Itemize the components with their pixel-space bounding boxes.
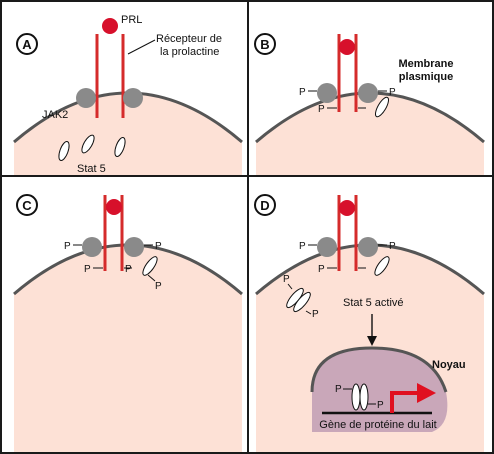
receptor-label-line2: la prolactine bbox=[160, 46, 219, 58]
panel-d: P P P P P Stat 5 activé Noyau P P Gène d… bbox=[283, 195, 466, 431]
nucleus-envelope bbox=[310, 346, 448, 393]
panel-badge-d: D bbox=[254, 194, 276, 216]
nucleus-label: Noyau bbox=[432, 359, 466, 371]
phospho-label: P bbox=[312, 309, 319, 320]
stat5-label: Stat 5 bbox=[77, 163, 106, 175]
receptor-label-line1: Récepteur de bbox=[156, 33, 222, 45]
panel-badge-c: C bbox=[16, 194, 38, 216]
prl-ligand-b bbox=[339, 39, 355, 55]
jak2-d-left bbox=[317, 237, 337, 257]
prl-label: PRL bbox=[121, 14, 142, 26]
phospho-label: P bbox=[155, 281, 162, 292]
jak2-b-left bbox=[317, 83, 337, 103]
phospho-label: P bbox=[155, 241, 162, 252]
jak2-c-right bbox=[124, 237, 144, 257]
transcription-arrow-icon bbox=[390, 391, 420, 413]
membrane-label-line2: plasmique bbox=[399, 71, 453, 83]
svg-text:C: C bbox=[22, 198, 32, 213]
jak2-c-left bbox=[82, 237, 102, 257]
phospho-label: P bbox=[84, 264, 91, 275]
cell-b bbox=[256, 93, 484, 176]
nucleus bbox=[312, 348, 448, 432]
phospho-label: P bbox=[318, 104, 325, 115]
panel-a: PRL Récepteur de la prolactine JAK2 Stat… bbox=[42, 14, 222, 175]
panel-badge-b: B bbox=[254, 33, 276, 55]
jak2-b-right bbox=[358, 83, 378, 103]
jak2-a-left bbox=[76, 88, 96, 108]
svg-text:B: B bbox=[260, 37, 269, 52]
cell-a bbox=[14, 93, 242, 176]
phospho-label: P bbox=[299, 241, 306, 252]
panel-b: P P P Membrane plasmique bbox=[299, 34, 454, 118]
jak2-d-right bbox=[358, 237, 378, 257]
phospho-label: P bbox=[318, 264, 325, 275]
phospho-label: P bbox=[283, 274, 290, 285]
prl-ligand-c bbox=[106, 199, 122, 215]
phospho-label: P bbox=[299, 87, 306, 98]
jak2-label: JAK2 bbox=[42, 109, 68, 121]
svg-text:D: D bbox=[260, 198, 269, 213]
phospho-label: P bbox=[64, 241, 71, 252]
cell-c bbox=[14, 245, 242, 452]
panel-badge-a: A bbox=[16, 33, 38, 55]
membrane-label-line1: Membrane bbox=[398, 58, 453, 70]
svg-text:A: A bbox=[22, 37, 32, 52]
prl-ligand-a bbox=[102, 18, 118, 34]
phospho-label: P bbox=[377, 400, 384, 411]
phospho-label: P bbox=[125, 264, 132, 275]
prl-ligand-d bbox=[339, 200, 355, 216]
phospho-label: P bbox=[389, 87, 396, 98]
phospho-label: P bbox=[389, 241, 396, 252]
phospho-label: P bbox=[335, 384, 342, 395]
jak2-a-right bbox=[123, 88, 143, 108]
stat5-active-label: Stat 5 activé bbox=[343, 297, 404, 309]
panel-c: P P P P P bbox=[64, 195, 162, 292]
gene-label: Gène de protéine du lait bbox=[319, 419, 436, 431]
